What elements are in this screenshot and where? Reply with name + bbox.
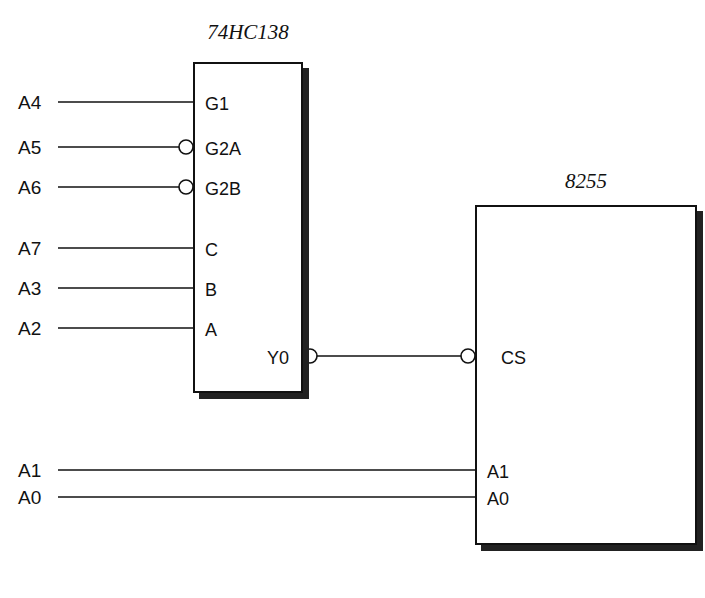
ppi-ic: 8255CSA1A0 bbox=[475, 205, 697, 545]
pin-name: CS bbox=[501, 349, 526, 367]
signal-name: A3 bbox=[18, 279, 41, 298]
wire bbox=[58, 101, 193, 103]
signal-name: A2 bbox=[18, 319, 41, 338]
decoder-ic: 74HC138G1G2AG2BCBAY0 bbox=[193, 62, 303, 393]
signal-name: A7 bbox=[18, 239, 41, 258]
pin-name: G2B bbox=[205, 180, 241, 198]
inversion-bubble bbox=[303, 349, 317, 363]
wire bbox=[58, 186, 179, 188]
inversion-bubble bbox=[179, 180, 193, 194]
pin-name: A0 bbox=[487, 490, 509, 508]
pin-name: Y0 bbox=[267, 349, 289, 367]
chip-name: 74HC138 bbox=[207, 22, 289, 43]
pin-name: C bbox=[205, 241, 218, 259]
wire bbox=[58, 496, 475, 498]
signal-wire bbox=[317, 355, 461, 357]
pin-name: B bbox=[205, 281, 217, 299]
inversion-bubble bbox=[461, 349, 475, 363]
signal-name: A1 bbox=[18, 461, 41, 480]
wire bbox=[58, 287, 193, 289]
pin-name: A bbox=[205, 321, 217, 339]
pin-name: G2A bbox=[205, 140, 241, 158]
signal-name: A0 bbox=[18, 488, 41, 507]
chip-name: 8255 bbox=[565, 171, 607, 192]
wire bbox=[58, 469, 475, 471]
wire bbox=[58, 247, 193, 249]
signal-name: A5 bbox=[18, 138, 41, 157]
signal-name: A4 bbox=[18, 93, 41, 112]
wire bbox=[58, 146, 179, 148]
inversion-bubble bbox=[179, 140, 193, 154]
pin-name: G1 bbox=[205, 95, 229, 113]
signal-name: A6 bbox=[18, 178, 41, 197]
wire bbox=[58, 327, 193, 329]
pin-name: A1 bbox=[487, 463, 509, 481]
